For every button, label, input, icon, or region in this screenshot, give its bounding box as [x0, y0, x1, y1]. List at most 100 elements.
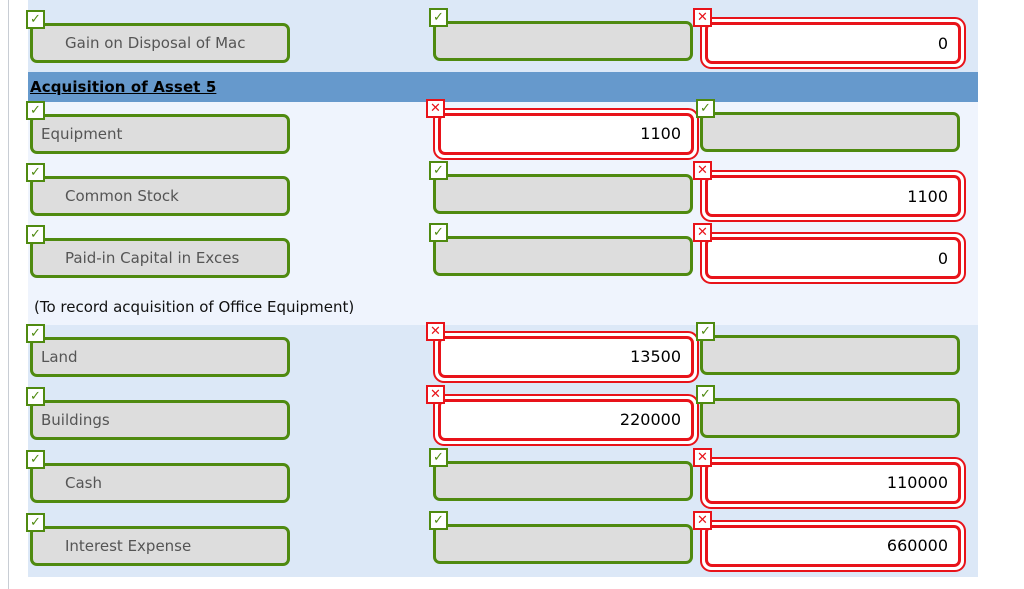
- debit-cell: ✓: [328, 447, 693, 505]
- incorrect-icon: ✕: [693, 223, 712, 242]
- credit-field-wrap: ✕ 110000: [693, 447, 966, 509]
- correct-icon: ✓: [26, 163, 45, 182]
- account-cell: ✓ Land: [26, 323, 328, 377]
- credit-field-wrap: ✕ 660000: [693, 510, 966, 572]
- correct-icon: ✓: [429, 510, 448, 530]
- account-select[interactable]: Interest Expense: [30, 525, 290, 566]
- credit-cell: ✓: [628, 384, 960, 442]
- credit-field-wrap: ✓: [696, 321, 960, 375]
- account-cell: ✓ Paid-in Capital in Exces: [26, 225, 328, 278]
- credit-input-ring: 660000: [700, 519, 966, 572]
- correct-icon: ✓: [26, 449, 45, 469]
- clipped-top-row: [28, 0, 978, 14]
- account-select[interactable]: Equipment: [30, 113, 290, 154]
- left-divider-rule: [8, 0, 9, 589]
- account-field-wrap: ✓ Paid-in Capital in Exces: [26, 225, 290, 278]
- debit-field-wrap: ✕ 1100: [426, 98, 699, 160]
- debit-cell: ✓: [328, 8, 693, 65]
- credit-input[interactable]: 0: [705, 237, 961, 279]
- credit-input-ring: 1100: [700, 170, 966, 222]
- account-select[interactable]: Buildings: [30, 399, 290, 440]
- debit-field-wrap: ✓: [429, 8, 693, 61]
- account-field-wrap: ✓ Gain on Disposal of Mac: [26, 10, 290, 63]
- debit-field-wrap: ✕ 220000: [426, 384, 699, 446]
- correct-icon: ✓: [26, 225, 45, 244]
- clipped-credit-field-wrap: [700, 0, 960, 14]
- debit-field-wrap: ✕ 13500: [426, 321, 699, 383]
- section-header: Acquisition of Asset 5: [28, 72, 978, 102]
- account-cell: ✓ Interest Expense: [26, 512, 328, 566]
- account-field-wrap: ✓ Common Stock: [26, 163, 290, 216]
- credit-field-wrap: ✕ 0: [693, 8, 966, 69]
- credit-cell: ✕ 0: [628, 223, 966, 284]
- debit-input[interactable]: 13500: [438, 335, 694, 378]
- account-select[interactable]: Common Stock: [30, 176, 290, 216]
- debit-cell: ✕ 13500: [328, 321, 699, 383]
- account-cell: ✓ Cash: [26, 449, 328, 503]
- correct-icon: ✓: [26, 512, 45, 532]
- correct-icon: ✓: [26, 100, 45, 120]
- incorrect-icon: ✕: [693, 161, 712, 180]
- account-select[interactable]: Gain on Disposal of Mac: [30, 23, 290, 63]
- account-select[interactable]: Paid-in Capital in Exces: [30, 238, 290, 278]
- account-cell: ✓ Buildings: [26, 386, 328, 440]
- credit-input-ring: 0: [700, 17, 966, 69]
- journal-row: ✓ Interest Expense ✓ ✕ 660000: [26, 510, 978, 577]
- debit-input-ring: 220000: [433, 393, 699, 446]
- narration-text: (To record acquisition of Office Equipme…: [34, 298, 355, 316]
- credit-input[interactable]: 1100: [705, 175, 961, 217]
- debit-input[interactable]: [433, 21, 693, 61]
- debit-field-wrap: ✓: [429, 510, 693, 564]
- debit-cell: ✓: [328, 161, 693, 218]
- journal-row: ✓ Equipment ✕ 1100 ✓: [26, 98, 978, 165]
- correct-icon: ✓: [696, 321, 715, 341]
- clipped-credit-cell: [628, 0, 928, 14]
- correct-icon: ✓: [696, 98, 715, 118]
- debit-field-wrap: ✓: [429, 223, 693, 276]
- journal-row: ✓ Common Stock ✓ ✕ 1100: [26, 161, 978, 227]
- account-field-wrap: ✓ Equipment: [26, 100, 290, 154]
- credit-field-wrap: ✕ 1100: [693, 161, 966, 222]
- credit-input[interactable]: 110000: [705, 461, 961, 504]
- debit-input[interactable]: [433, 236, 693, 276]
- credit-cell: ✕ 1100: [628, 161, 966, 222]
- account-field-wrap: ✓ Cash: [26, 449, 290, 503]
- incorrect-icon: ✕: [693, 510, 712, 530]
- account-field-wrap: ✓ Interest Expense: [26, 512, 290, 566]
- account-select[interactable]: Cash: [30, 462, 290, 503]
- correct-icon: ✓: [429, 447, 448, 467]
- credit-field-wrap: ✓: [696, 384, 960, 438]
- credit-input[interactable]: [700, 334, 960, 375]
- incorrect-icon: ✕: [426, 321, 445, 341]
- credit-input[interactable]: 0: [705, 22, 961, 64]
- credit-input[interactable]: [700, 111, 960, 152]
- credit-field-wrap: ✕ 0: [693, 223, 966, 284]
- correct-icon: ✓: [26, 386, 45, 406]
- credit-input[interactable]: 660000: [705, 524, 961, 567]
- account-cell: ✓ Common Stock: [26, 163, 328, 216]
- journal-row: ✓ Gain on Disposal of Mac ✓ ✕ 0: [26, 8, 978, 72]
- correct-icon: ✓: [429, 161, 448, 180]
- credit-cell: ✕ 110000: [628, 447, 966, 509]
- clipped-account-cell: [28, 0, 328, 14]
- credit-input-ring: 110000: [700, 456, 966, 509]
- account-select[interactable]: Land: [30, 336, 290, 377]
- debit-input-ring: 1100: [433, 107, 699, 160]
- debit-input[interactable]: [433, 523, 693, 564]
- account-field-wrap: ✓ Buildings: [26, 386, 290, 440]
- account-cell: ✓ Equipment: [26, 100, 328, 154]
- incorrect-icon: ✕: [693, 8, 712, 27]
- incorrect-icon: ✕: [426, 384, 445, 404]
- correct-icon: ✓: [429, 223, 448, 242]
- debit-input[interactable]: [433, 460, 693, 501]
- narration-row: (To record acquisition of Office Equipme…: [28, 289, 978, 325]
- debit-input[interactable]: 220000: [438, 398, 694, 441]
- credit-field-wrap: ✓: [696, 98, 960, 152]
- debit-input[interactable]: 1100: [438, 112, 694, 155]
- credit-input[interactable]: [700, 397, 960, 438]
- account-cell: ✓ Gain on Disposal of Mac: [26, 10, 328, 63]
- journal-row: ✓ Paid-in Capital in Exces ✓ ✕ 0: [26, 223, 978, 289]
- journal-row: ✓ Land ✕ 13500 ✓: [26, 321, 978, 388]
- debit-input[interactable]: [433, 174, 693, 214]
- debit-field-wrap: ✓: [429, 161, 693, 214]
